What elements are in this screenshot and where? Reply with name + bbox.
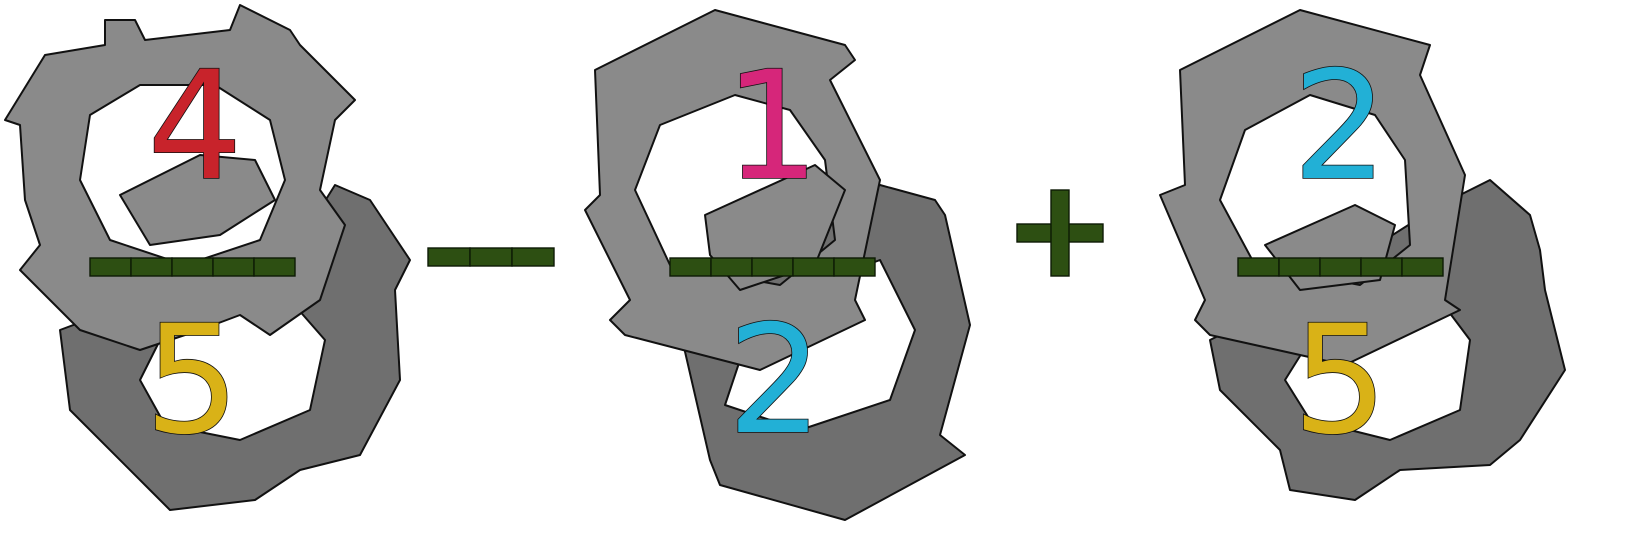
- fraction-bar-3: [1237, 257, 1444, 277]
- denominator-5-term3: 5: [1292, 294, 1387, 468]
- numerator-1: 1: [724, 40, 819, 214]
- numerator-2: 2: [1292, 40, 1387, 214]
- fraction-term-3: 2 5: [1159, 9, 1566, 501]
- minus-operator: [427, 247, 555, 267]
- fraction-term-1: 4 5: [4, 4, 411, 511]
- fraction-bar-1: [89, 257, 296, 277]
- denominator-2: 2: [727, 294, 822, 468]
- gear-swirl-1: [119, 154, 276, 246]
- plus-operator: [1016, 189, 1104, 277]
- denominator-5: 5: [144, 294, 239, 468]
- gear-shape-upper-2: [584, 9, 881, 371]
- numerator-4: 4: [147, 40, 242, 214]
- fraction-bar-2: [669, 257, 876, 277]
- fraction-term-2: 1 2: [584, 9, 971, 521]
